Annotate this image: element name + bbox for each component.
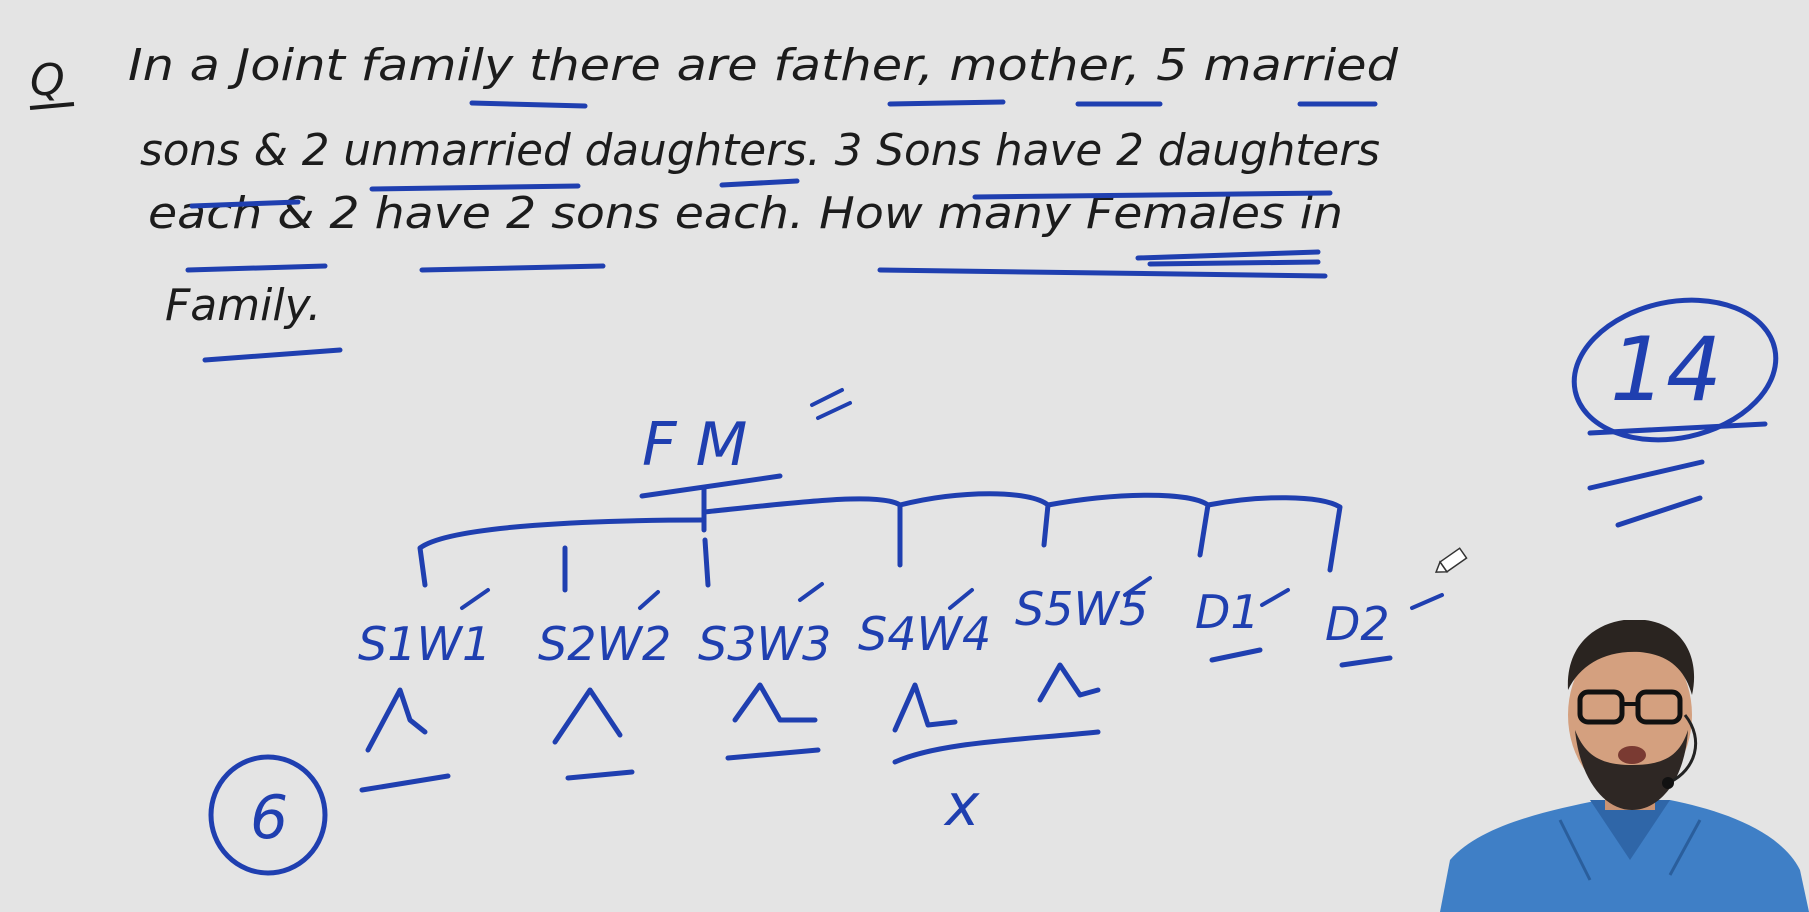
parents-double-tick (810, 388, 852, 420)
parents-underline (639, 473, 783, 499)
answer-underlines (1587, 421, 1768, 528)
presenter-face (1568, 635, 1692, 795)
answer-value: 14 (1610, 318, 1722, 421)
question-marker: Q (30, 55, 65, 106)
couple-s1w1: S1W1 (358, 617, 491, 671)
subtotal-value: 6 (250, 783, 288, 853)
couple-s2w2: S2W2 (538, 617, 671, 671)
tree-branches (417, 485, 1343, 593)
question-line-2: sons & 2 unmarried daughters. 3 Sons hav… (140, 125, 1380, 176)
answer-circle (1571, 297, 1779, 443)
daughter-d1: D1 (1195, 585, 1260, 639)
children-marks (359, 662, 1101, 793)
question-line-4: Family. (165, 280, 321, 331)
presenter-video (1440, 620, 1809, 912)
question-underlines (185, 99, 1378, 363)
subtotal-circle (208, 754, 328, 876)
remainder-mark: x (943, 771, 980, 839)
couple-s3w3: S3W3 (698, 617, 831, 671)
couple-s4w4: S4W4 (858, 607, 991, 661)
female-tick-marks (460, 576, 1444, 668)
daughter-d2: D2 (1325, 597, 1390, 651)
pencil-cursor-icon (1434, 547, 1468, 573)
parents-label: F M (642, 410, 747, 480)
couple-s5w5: S5W5 (1015, 582, 1148, 636)
question-marker-underline (29, 102, 75, 110)
question-line-1: In a Joint family there are father, moth… (128, 40, 1399, 91)
presenter-shirt (1440, 800, 1809, 912)
